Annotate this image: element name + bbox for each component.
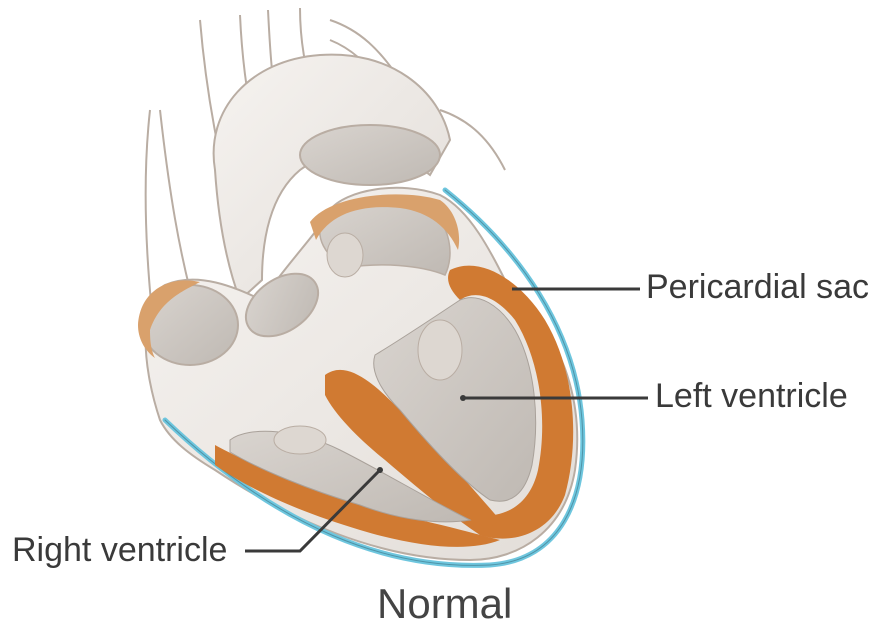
upper-vessel-opening [300, 125, 440, 185]
pericardial-sac-label: Pericardial sac [646, 268, 869, 307]
left-ventricle-label: Left ventricle [655, 377, 848, 416]
pointer-dot-left-ventricle [460, 395, 466, 401]
right-ventricle-label: Right ventricle [12, 531, 227, 570]
diagram-caption: Normal [377, 580, 512, 628]
pointer-dot-right-ventricle [377, 467, 383, 473]
